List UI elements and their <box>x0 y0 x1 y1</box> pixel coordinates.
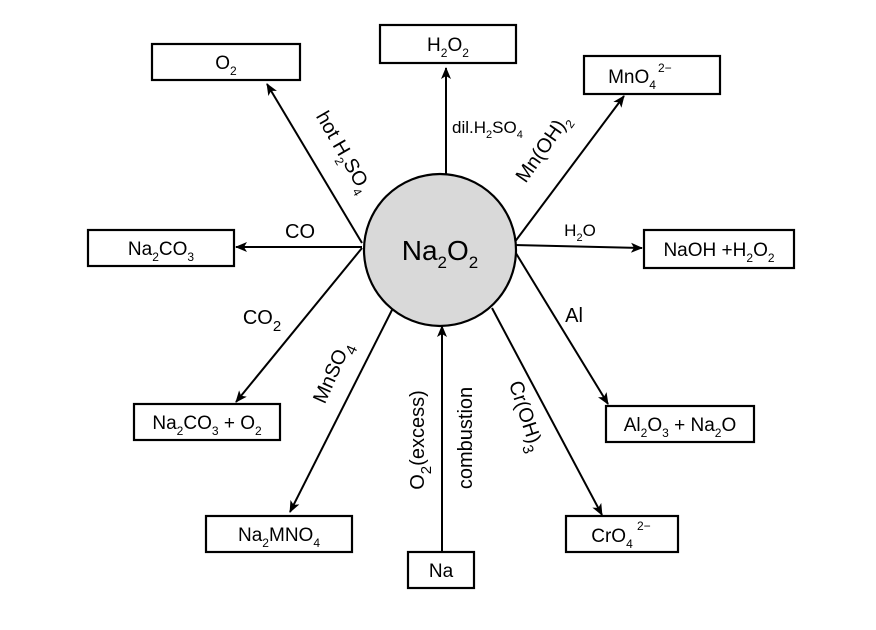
product-na2co3-o2: Na2CO3 + O2 <box>152 413 262 438</box>
box-o2 <box>150 42 302 82</box>
edge-to-mno4 <box>513 95 625 244</box>
product-h2o2: H2O2 <box>427 35 469 60</box>
center-label: Na2O2 <box>402 235 479 272</box>
product-al2o3-na2o: Al2O3 + Na2O <box>624 415 737 440</box>
box-na <box>406 550 476 590</box>
box-na2co3-o2 <box>132 402 282 442</box>
reagent-mnso4: MnSO4 <box>309 338 361 409</box>
reagent-o2-excess: O2(excess) <box>407 390 435 490</box>
edge-to-na2mno4 <box>289 309 393 513</box>
reagent-mnoh2: Mn(OH)2 <box>512 110 578 189</box>
edge-to-na2co3-o2 <box>235 247 363 403</box>
product-naoh-h2o2: NaOH +H2O2 <box>663 240 774 265</box>
box-na2co3 <box>86 228 236 268</box>
reagent-co: CO <box>285 221 315 243</box>
box-al2o3-na2o <box>604 404 756 444</box>
box-h2o2 <box>378 23 518 65</box>
reagent-h2o: H2O <box>564 221 596 244</box>
box-mno4 <box>582 54 722 96</box>
box-naoh-h2o2 <box>642 228 796 270</box>
product-mno4-charge: 2− <box>658 61 672 75</box>
edge-to-naoh-h2o2 <box>513 242 643 253</box>
reagent-al: Al <box>565 305 583 327</box>
edge-to-o2 <box>266 83 363 244</box>
product-o2: O2 <box>215 53 237 78</box>
box-cro4 <box>564 514 680 554</box>
product-cro4-charge: 2− <box>637 519 651 533</box>
product-cro4: CrO4 <box>591 526 633 551</box>
reagent-croh3: Cr(OH)3 <box>498 378 547 456</box>
product-na2co3: Na2CO3 <box>128 239 195 264</box>
box-na2mno4 <box>204 514 354 554</box>
edge-to-al2o3-na2o <box>513 249 609 405</box>
reagent-hot-h2so4: hot H2SO4 <box>308 107 376 198</box>
reagent-combustion: combustion <box>455 387 477 489</box>
product-na: Na <box>429 561 454 582</box>
center-circle <box>362 172 518 328</box>
reagent-co2: CO2 <box>243 307 281 335</box>
reagent-dil-h2so4: dil.H2SO4 <box>452 118 523 141</box>
product-na2mno4: Na2MNO4 <box>238 525 320 550</box>
edge-to-cro4 <box>491 307 603 516</box>
product-mno4: MnO4 <box>608 67 656 92</box>
